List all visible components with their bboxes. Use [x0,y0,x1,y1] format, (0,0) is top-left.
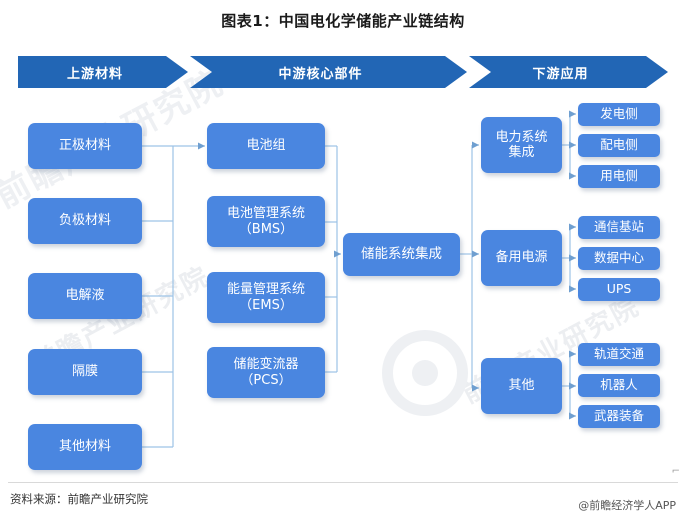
node-downstream-0-leaf-1[interactable]: 配电侧 [578,134,660,157]
node-downstream-2-leaf-0[interactable]: 轨道交通 [578,343,660,366]
node-midstream-1[interactable]: 电池管理系统 （BMS） [207,196,325,247]
node-downstream-group-0[interactable]: 电力系统 集成 [481,117,562,173]
stage-downstream[interactable]: 下游应用 [469,56,668,88]
node-sublabel: 集成 [508,145,535,160]
node-downstream-2-leaf-1[interactable]: 机器人 [578,374,660,397]
node-upstream-1[interactable]: 负极材料 [28,198,142,244]
node-label: 用电侧 [600,168,638,184]
resize-handle-icon: ⌐ [671,466,680,477]
node-upstream-4[interactable]: 其他材料 [28,424,142,470]
node-label: 备用电源 [495,250,548,266]
node-label: 电力系统 [495,129,548,145]
node-upstream-0[interactable]: 正极材料 [28,123,142,169]
node-label: 电池管理系统 [226,206,305,222]
page-title: 图表1：中国电化学储能产业链结构 [221,12,465,30]
node-label: UPS [606,281,632,297]
node-midstream-2[interactable]: 能量管理系统 （EMS） [207,272,325,323]
node-midstream-0[interactable]: 电池组 [207,123,325,169]
node-label: 能量管理系统 [226,282,305,298]
node-label: 正极材料 [58,138,111,154]
node-label: 通信基站 [593,219,644,235]
node-label: 负极材料 [58,213,111,229]
node-system-integration[interactable]: 储能系统集成 [343,233,460,276]
node-downstream-group-2[interactable]: 其他 [481,358,562,414]
node-label: 储能系统集成 [361,245,442,262]
node-label: 储能变流器 [233,357,299,373]
node-upstream-2[interactable]: 电解液 [28,273,142,319]
node-label: 其他 [508,378,535,394]
node-downstream-group-1[interactable]: 备用电源 [481,230,562,286]
node-label: 配电侧 [600,137,638,153]
node-label: 电解液 [65,288,105,304]
node-label: 数据中心 [593,250,644,266]
watermark-logo-icon [382,330,468,416]
node-downstream-2-leaf-2[interactable]: 武器装备 [578,405,660,428]
node-downstream-0-leaf-2[interactable]: 用电侧 [578,165,660,188]
footer-divider [8,482,678,483]
node-label: 机器人 [600,377,638,393]
stage-upstream[interactable]: 上游材料 [18,56,188,88]
node-label: 隔膜 [71,364,98,380]
node-label: 武器装备 [593,408,644,424]
app-watermark-label: @前瞻经济学人APP [578,499,676,512]
node-label: 电池组 [246,138,286,154]
node-midstream-3[interactable]: 储能变流器 （PCS） [207,347,325,398]
node-downstream-1-leaf-2[interactable]: UPS [578,278,660,301]
node-upstream-3[interactable]: 隔膜 [28,349,142,395]
source-note: 资料来源：前瞻产业研究院 [10,492,148,506]
stage-midstream[interactable]: 中游核心部件 [190,56,467,88]
node-downstream-0-leaf-0[interactable]: 发电侧 [578,103,660,126]
node-label: 轨道交通 [593,346,644,362]
node-downstream-1-leaf-1[interactable]: 数据中心 [578,247,660,270]
node-label: 发电侧 [600,106,638,122]
node-sublabel: （BMS） [238,221,294,237]
node-downstream-1-leaf-0[interactable]: 通信基站 [578,216,660,239]
node-label: 其他材料 [58,439,111,455]
node-sublabel: （PCS） [240,372,292,388]
node-sublabel: （EMS） [239,297,293,313]
